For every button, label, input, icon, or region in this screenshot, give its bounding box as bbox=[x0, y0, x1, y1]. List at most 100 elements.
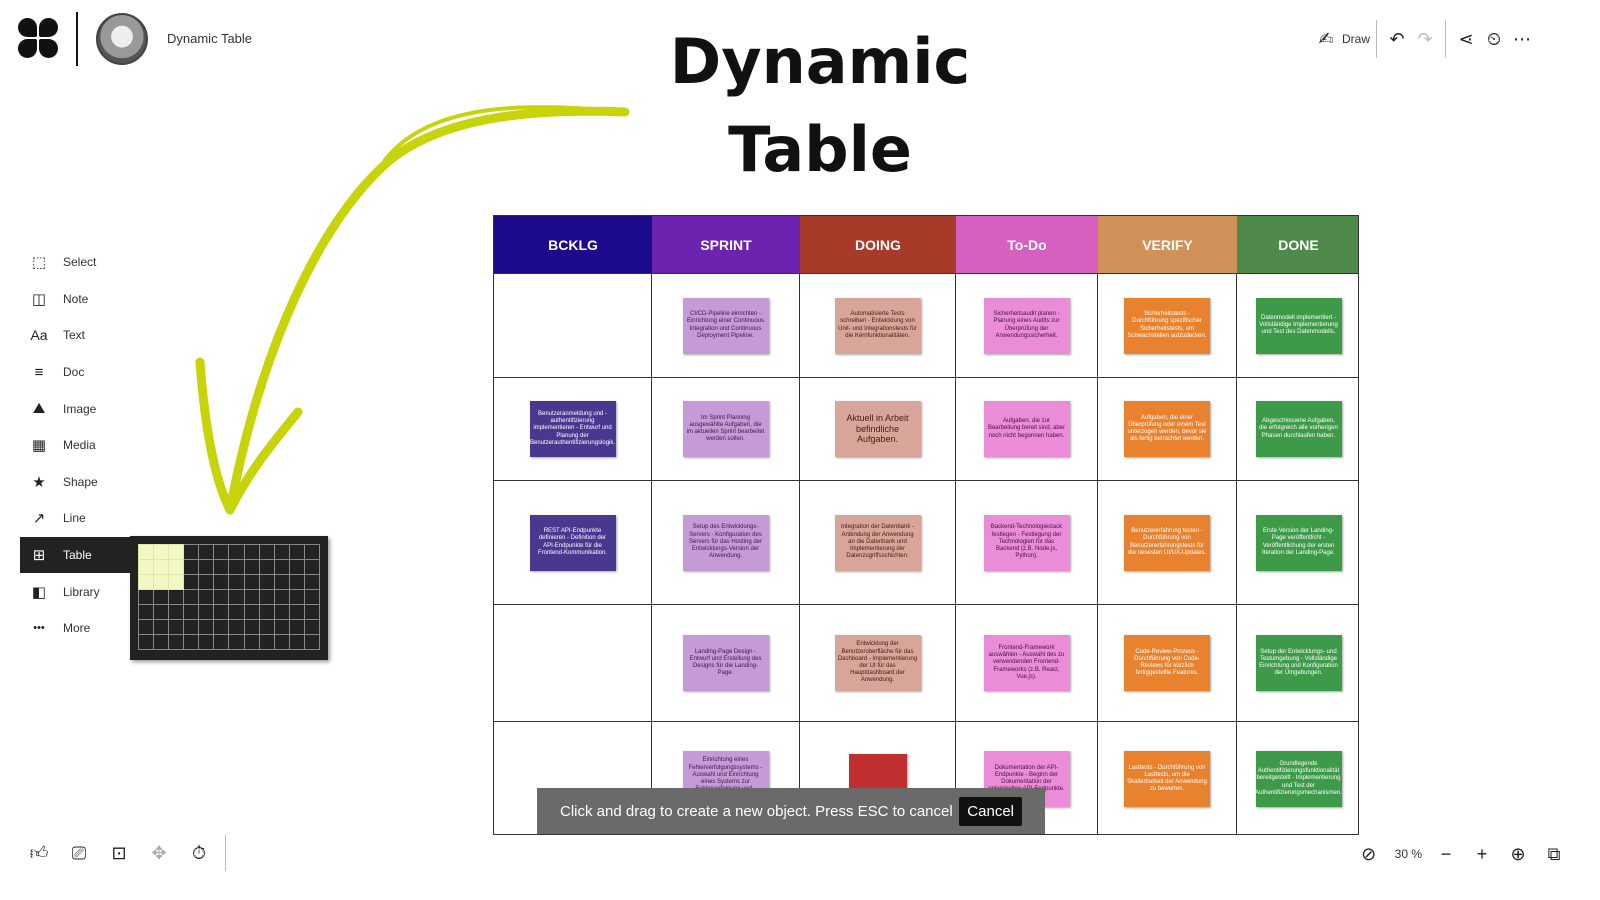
table-cell[interactable]: CI/CD-Pipeline einrichten - Einrichtung … bbox=[652, 273, 800, 377]
grid-cell[interactable] bbox=[198, 589, 215, 605]
grid-cell[interactable] bbox=[243, 634, 260, 650]
timer-user-icon[interactable]: ⏲ bbox=[1486, 28, 1502, 49]
column-header[interactable]: DOING bbox=[800, 216, 956, 273]
grid-cell[interactable] bbox=[198, 574, 215, 590]
grid-cell[interactable] bbox=[183, 619, 200, 635]
grid-cell[interactable] bbox=[243, 544, 260, 560]
table-cell[interactable]: Abgeschlossene Aufgaben, die erfolgreich… bbox=[1237, 377, 1358, 480]
undo-icon[interactable]: ↶ bbox=[1389, 28, 1405, 49]
grid-cell[interactable] bbox=[273, 544, 290, 560]
sticky-note[interactable]: Automatisierte Tests schreiben - Entwick… bbox=[834, 297, 921, 354]
sticky-note[interactable]: Benutzeranmeldung und -authentifizierung… bbox=[529, 401, 616, 457]
presentation-icon[interactable]: ⎚ bbox=[71, 842, 87, 863]
board-name[interactable]: Dynamic Table bbox=[167, 31, 253, 46]
table-cell[interactable]: Sicherheitstests - Durchführung spezifis… bbox=[1098, 273, 1237, 377]
grid-cell[interactable] bbox=[168, 544, 185, 560]
table-cell[interactable]: Frontend-Framework auswählen - Auswahl d… bbox=[956, 604, 1098, 721]
grid-cell[interactable] bbox=[228, 574, 245, 590]
grid-cell[interactable] bbox=[273, 589, 290, 605]
grid-cell[interactable] bbox=[258, 619, 275, 635]
column-header[interactable]: VERIFY bbox=[1098, 216, 1237, 273]
board-title-text[interactable]: Dynamic Table bbox=[640, 18, 1000, 194]
grid-cell[interactable] bbox=[198, 619, 215, 635]
redo-icon[interactable]: ↷ bbox=[1417, 28, 1433, 49]
table-cell[interactable] bbox=[494, 604, 652, 721]
grid-cell[interactable] bbox=[303, 574, 321, 590]
table-cell[interactable]: Grundlegende Authentifizierungsfunktiona… bbox=[1237, 721, 1358, 834]
grid-cell[interactable] bbox=[258, 634, 275, 650]
tool-table[interactable]: ⊞Table bbox=[20, 536, 130, 574]
grid-cell[interactable] bbox=[243, 559, 260, 575]
table-cell[interactable]: REST API-Endpunkte definieren - Definiti… bbox=[494, 480, 652, 604]
table-cell[interactable]: Aufgaben, die einer Überprüfung oder ein… bbox=[1098, 377, 1237, 480]
grid-cell[interactable] bbox=[273, 634, 290, 650]
table-cell[interactable]: Setup der Entwicklungs- und Testumgebung… bbox=[1237, 604, 1358, 721]
grid-cell[interactable] bbox=[288, 619, 305, 635]
grid-cell[interactable] bbox=[153, 604, 170, 620]
grid-cell[interactable] bbox=[273, 604, 290, 620]
grid-cell[interactable] bbox=[153, 574, 170, 590]
sticky-note[interactable]: Aktuell in Arbeit befindliche Aufgaben. bbox=[834, 401, 921, 457]
grid-cell[interactable] bbox=[213, 589, 230, 605]
grid-cell[interactable] bbox=[153, 619, 170, 635]
grid-cell[interactable] bbox=[303, 634, 321, 650]
grid-cell[interactable] bbox=[213, 634, 230, 650]
draw-label[interactable]: Draw bbox=[1342, 32, 1371, 46]
grid-cell[interactable] bbox=[213, 574, 230, 590]
sticky-note[interactable]: Im Sprint Planning ausgewählte Aufgaben,… bbox=[682, 401, 769, 457]
grid-cell[interactable] bbox=[258, 544, 275, 560]
grid-cell[interactable] bbox=[137, 604, 155, 620]
grid-cell[interactable] bbox=[168, 634, 185, 650]
grid-cell[interactable] bbox=[153, 634, 170, 650]
sticky-note[interactable]: Aufgaben, die einer Überprüfung oder ein… bbox=[1124, 401, 1210, 457]
grid-cell[interactable] bbox=[168, 589, 185, 605]
zoom-in-icon[interactable]: + bbox=[1476, 843, 1488, 864]
table-cell[interactable]: Erste Version der Landing-Page veröffent… bbox=[1237, 480, 1358, 604]
grid-cell[interactable] bbox=[228, 589, 245, 605]
compass-icon[interactable]: ⊘ bbox=[1361, 843, 1377, 864]
grid-cell[interactable] bbox=[288, 574, 305, 590]
grid-cell[interactable] bbox=[137, 574, 155, 590]
grid-cell[interactable] bbox=[168, 574, 185, 590]
sticky-note[interactable]: Erste Version der Landing-Page veröffent… bbox=[1255, 514, 1342, 571]
grid-cell[interactable] bbox=[213, 559, 230, 575]
table-cell[interactable]: Sicherheitsaudit planen - Planung eines … bbox=[956, 273, 1098, 377]
column-header[interactable]: DONE bbox=[1237, 216, 1358, 273]
sticky-note[interactable]: CI/CD-Pipeline einrichten - Einrichtung … bbox=[682, 297, 769, 354]
grid-cell[interactable] bbox=[153, 544, 170, 560]
grid-cell[interactable] bbox=[137, 559, 155, 575]
sticky-note[interactable]: Datenmodell implementiert - Vollständige… bbox=[1255, 297, 1342, 354]
table-cell[interactable]: Code-Review-Prozess - Durchführung von C… bbox=[1098, 604, 1237, 721]
grid-cell[interactable] bbox=[288, 544, 305, 560]
zoom-level[interactable]: 30 % bbox=[1394, 847, 1422, 861]
grid-cell[interactable] bbox=[198, 604, 215, 620]
tool-select[interactable]: ⬚Select bbox=[20, 244, 130, 281]
grid-cell[interactable] bbox=[213, 544, 230, 560]
grid-cell[interactable] bbox=[183, 559, 200, 575]
grid-cell[interactable] bbox=[288, 634, 305, 650]
cancel-button[interactable]: Cancel bbox=[959, 796, 1022, 826]
tool-media[interactable]: ▦Media bbox=[20, 427, 130, 464]
column-header[interactable]: To-Do bbox=[956, 216, 1098, 273]
sticky-note[interactable]: Integration der Datenbank - Anbindung de… bbox=[834, 514, 921, 571]
grid-cell[interactable] bbox=[153, 559, 170, 575]
grid-cell[interactable] bbox=[183, 634, 200, 650]
table-size-picker[interactable] bbox=[130, 536, 328, 660]
table-size-grid[interactable] bbox=[137, 544, 321, 650]
sticky-note[interactable]: Sicherheitstests - Durchführung spezifis… bbox=[1124, 297, 1210, 354]
grid-cell[interactable] bbox=[303, 619, 321, 635]
grid-cell[interactable] bbox=[228, 604, 245, 620]
sticky-note[interactable]: Lasttests - Durchführung von Lasttests, … bbox=[1124, 751, 1210, 807]
grid-cell[interactable] bbox=[228, 544, 245, 560]
grid-cell[interactable] bbox=[288, 559, 305, 575]
table-cell[interactable]: Backend-Technologiestack festlegen - Fes… bbox=[956, 480, 1098, 604]
tool-shape[interactable]: ★Shape bbox=[20, 464, 130, 501]
fit-screen-icon[interactable]: ⊕ bbox=[1510, 843, 1526, 864]
table-cell[interactable]: Entwicklung der Benutzeroberfläche für d… bbox=[800, 604, 956, 721]
grid-cell[interactable] bbox=[183, 604, 200, 620]
grid-cell[interactable] bbox=[243, 619, 260, 635]
sticky-note[interactable]: Entwicklung der Benutzeroberfläche für d… bbox=[834, 635, 921, 691]
board-avatar[interactable] bbox=[96, 13, 148, 65]
